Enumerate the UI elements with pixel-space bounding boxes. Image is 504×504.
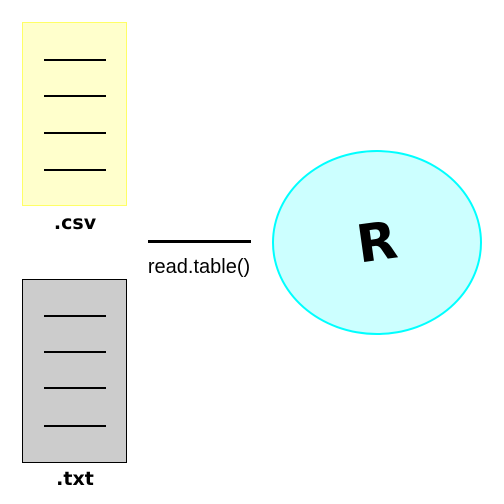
csv-line-3 xyxy=(44,132,106,134)
csv-file-icon xyxy=(22,22,127,206)
txt-label: .txt xyxy=(56,468,94,490)
r-label: R xyxy=(352,210,401,275)
csv-line-4 xyxy=(44,169,106,171)
r-node: R xyxy=(272,150,482,335)
connector-line xyxy=(148,240,251,243)
csv-line-2 xyxy=(44,95,106,97)
txt-file-icon xyxy=(22,279,127,463)
csv-line-1 xyxy=(44,59,106,61)
csv-label: .csv xyxy=(53,212,97,234)
txt-line-4 xyxy=(44,425,106,427)
txt-line-3 xyxy=(44,387,106,389)
txt-line-1 xyxy=(44,315,106,317)
connector-label: read.table() xyxy=(147,256,251,278)
txt-line-2 xyxy=(44,351,106,353)
